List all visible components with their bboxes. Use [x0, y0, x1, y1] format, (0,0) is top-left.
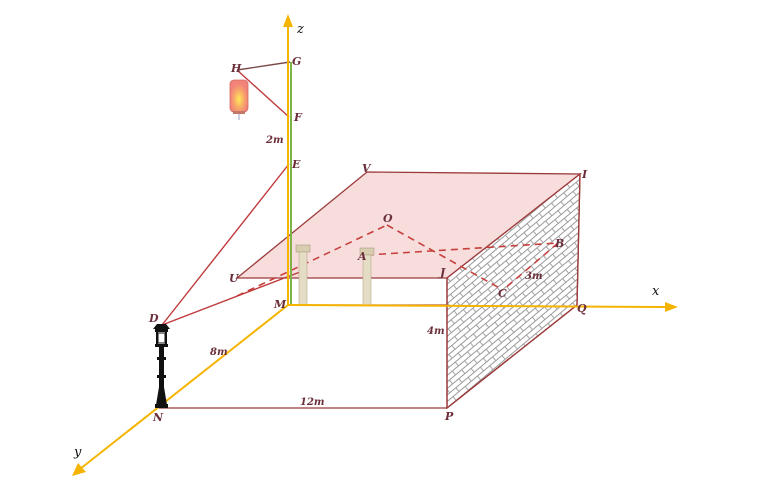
axes [72, 14, 678, 476]
label-A: A [357, 250, 367, 263]
label-U: U [229, 272, 240, 285]
label-Q: Q [577, 302, 587, 315]
label-P: P [444, 410, 454, 423]
label-H: H [230, 62, 242, 75]
label-I: I [581, 168, 588, 181]
x-axis [287, 304, 667, 308]
dim-NP: 12m [300, 397, 325, 408]
label-G: G [292, 55, 301, 68]
label-J: J [438, 266, 446, 279]
x-axis-arrow [665, 302, 678, 312]
label-B: B [554, 237, 564, 250]
label-N: N [152, 411, 164, 424]
z-axis-arrow [283, 14, 293, 27]
label-C: C [498, 287, 507, 300]
label-M: M [273, 298, 287, 311]
x-axis-label: x [652, 284, 660, 299]
y-axis-label: y [73, 445, 82, 460]
y-axis [79, 304, 289, 470]
z-axis-label: z [296, 22, 304, 37]
dashed-lines [236, 224, 559, 297]
rope-lines [161, 61, 301, 326]
y-axis-arrow [72, 463, 86, 476]
dim-FE: 2m [265, 135, 284, 146]
street-lamp-post [153, 324, 170, 408]
label-F: F [293, 111, 303, 124]
label-V: V [362, 162, 372, 175]
label-O: O [383, 212, 393, 225]
hanging-lantern [229, 79, 249, 120]
dim-JP: 4m [427, 326, 445, 337]
dim-MN: 8m [210, 347, 228, 358]
label-D: D [148, 312, 159, 325]
label-E: E [291, 158, 301, 171]
dim-BC: 3m [525, 271, 543, 282]
